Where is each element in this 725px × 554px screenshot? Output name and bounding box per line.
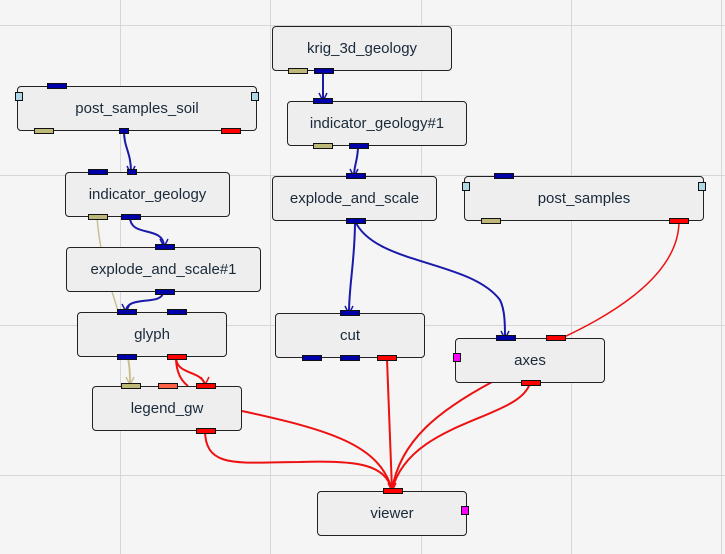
connection-wire[interactable] [127,356,131,385]
output-port-tan[interactable] [481,218,501,224]
connection-wire[interactable] [123,130,132,173]
output-port-field-2[interactable] [340,355,360,361]
left-port-light-blue[interactable] [15,92,23,101]
module-explode-and-scale-1[interactable]: explode_and_scale#1 [66,244,261,295]
module-label: cut [339,327,360,344]
connection-wire[interactable] [559,220,680,340]
module-label: viewer [370,505,414,522]
input-port-field-2[interactable] [127,169,137,175]
grid-line [0,25,725,26]
output-port-geometry[interactable] [377,355,397,361]
input-port-field[interactable] [340,310,360,316]
right-port-light-blue[interactable] [698,182,706,191]
input-port-field[interactable] [496,335,516,341]
module-label: glyph [134,326,170,343]
module-cut[interactable]: cut [275,310,425,361]
right-port-light-blue[interactable] [251,92,259,101]
module-label: post_samples [537,190,631,207]
module-label: legend_gw [130,400,204,417]
module-label: post_samples_soil [75,100,199,117]
module-axes[interactable]: axes [453,335,605,386]
output-port-field[interactable] [117,354,137,360]
input-port-field[interactable] [494,173,514,179]
input-port-field[interactable] [117,309,137,315]
module-label: krig_3d_geology [306,40,418,57]
output-port-field[interactable] [121,214,141,220]
input-port-field-2[interactable] [167,309,187,315]
output-port-field[interactable] [314,68,334,74]
output-port-geometry[interactable] [521,380,541,386]
input-port-field[interactable] [155,244,175,250]
connection-wire[interactable] [353,145,359,177]
left-port-light-blue[interactable] [462,182,470,191]
output-port-field[interactable] [302,355,322,361]
right-port-magenta[interactable] [461,506,469,515]
input-port-field[interactable] [346,173,366,179]
output-port-geometry[interactable] [669,218,689,224]
module-indicator-geology[interactable]: indicator_geology [65,169,230,220]
connection-wire[interactable] [241,410,393,491]
output-port-field[interactable] [155,289,175,295]
module-legend-gw[interactable]: legend_gw [92,383,242,434]
connection-wire[interactable] [175,356,189,387]
input-port-field[interactable] [313,98,333,104]
connection-wire[interactable] [391,381,493,491]
grid-line [0,475,725,476]
output-port-geometry[interactable] [221,128,241,134]
module-explode-and-scale[interactable]: explode_and_scale [272,173,437,224]
module-glyph[interactable]: glyph [77,309,227,360]
module-label: axes [514,352,546,369]
connection-wire[interactable] [129,216,165,247]
module-krig-3d-geology[interactable]: krig_3d_geology [272,26,452,74]
module-label: explode_and_scale#1 [90,261,237,278]
connection-wire[interactable] [386,358,393,491]
output-port-geometry[interactable] [196,428,216,434]
grid-line [270,0,271,554]
input-port-geometry[interactable] [196,383,216,389]
left-port-magenta[interactable] [453,353,461,362]
output-port-field[interactable] [346,218,366,224]
output-port-field[interactable] [349,143,369,149]
module-indicator-geology-1[interactable]: indicator_geology#1 [287,98,467,149]
connection-wire[interactable] [348,220,356,314]
output-port-field[interactable] [119,128,129,134]
module-label: indicator_geology#1 [309,115,445,132]
grid-line [571,0,572,554]
output-port-tan[interactable] [34,128,54,134]
input-port-field[interactable] [47,83,67,89]
input-port-geometry[interactable] [383,488,403,494]
output-port-tan[interactable] [288,68,308,74]
output-port-tan[interactable] [313,143,333,149]
module-viewer[interactable]: viewer [317,488,469,536]
input-port-field[interactable] [88,169,108,175]
module-post-samples-soil[interactable]: post_samples_soil [15,83,259,134]
grid-line [421,0,422,554]
output-port-geometry[interactable] [167,354,187,360]
output-port-tan[interactable] [88,214,108,220]
module-label: explode_and_scale [289,190,420,207]
connection-wire[interactable] [204,429,393,491]
connection-wire[interactable] [175,356,206,385]
module-label: indicator_geology [88,186,207,203]
input-port-tan[interactable] [121,383,141,389]
grid-line [721,0,722,554]
input-port-geometry[interactable] [546,335,566,341]
connection-wire[interactable] [391,382,531,491]
module-post-samples[interactable]: post_samples [462,173,706,224]
input-port-light-red[interactable] [158,383,178,389]
